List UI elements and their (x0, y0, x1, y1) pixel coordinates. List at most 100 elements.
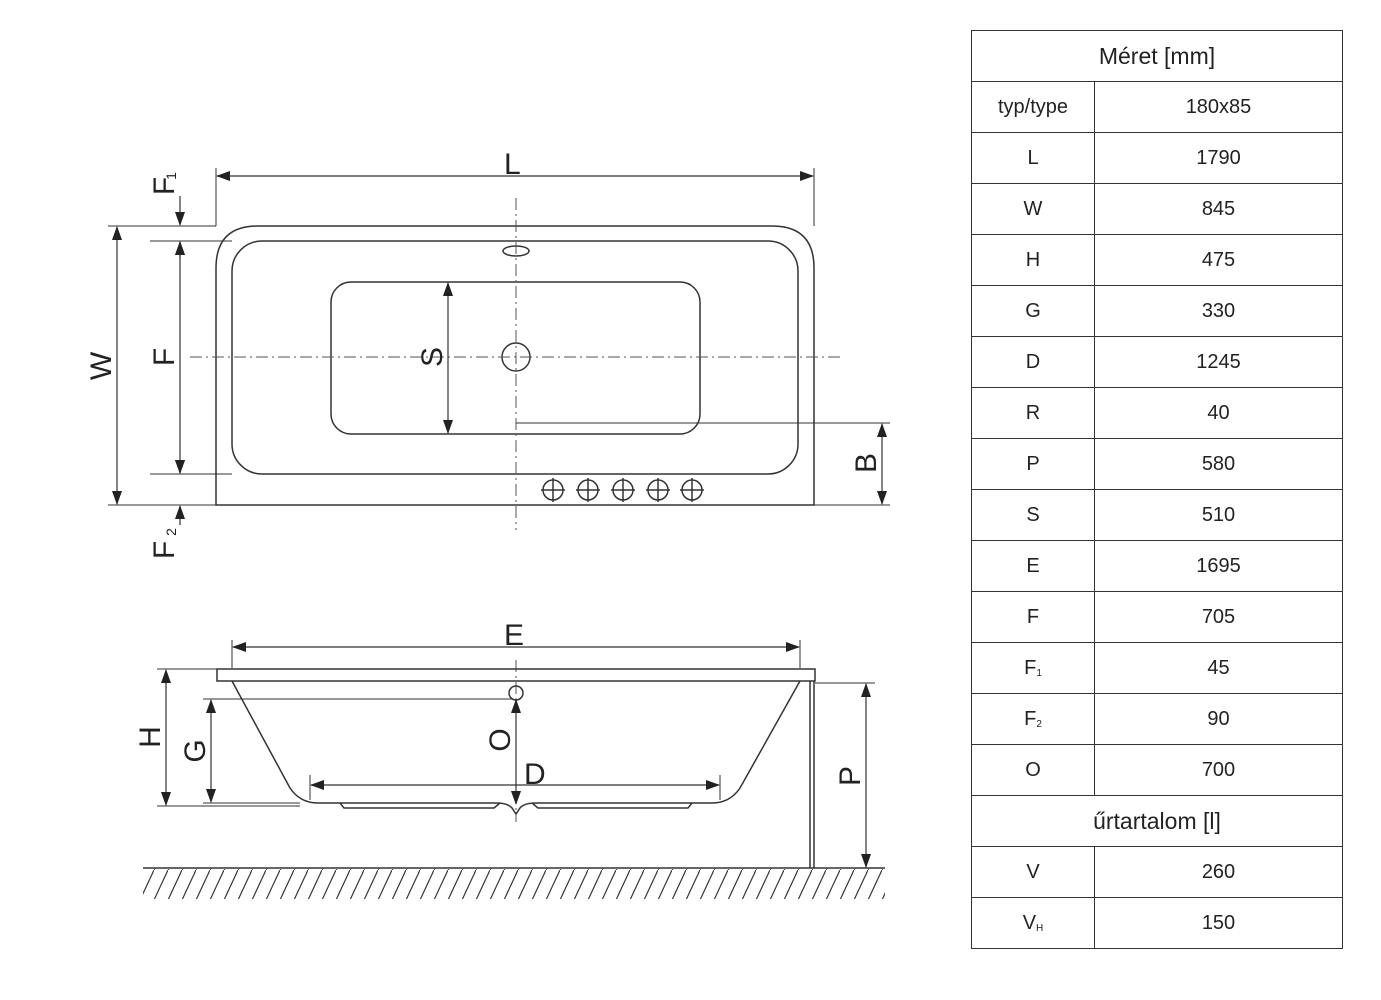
table-key: G (1025, 299, 1041, 322)
table-key: D (1025, 350, 1041, 373)
label-O: O (484, 728, 517, 751)
table-row: P 580 (971, 438, 1343, 490)
label-F2: F (148, 541, 181, 559)
table-row: O 700 (971, 744, 1343, 796)
label-H: H (134, 726, 167, 748)
label-E: E (504, 619, 524, 652)
table-row: H 475 (971, 234, 1343, 286)
table-row: V 260 (971, 846, 1343, 898)
table-key: L (1027, 146, 1039, 169)
table-key-cell: S (971, 489, 1095, 541)
table-header-row: Méret [mm] (971, 30, 1343, 82)
table-key: V (1022, 911, 1037, 934)
table-value: 1245 (1094, 336, 1343, 388)
label-D: D (524, 758, 546, 791)
table-row: F 705 (971, 591, 1343, 643)
table-key-subscript: 1 (1036, 667, 1042, 679)
table-key-subscript: H (1036, 922, 1044, 934)
table-key-subscript: 2 (1036, 718, 1042, 730)
table-key-cell: F (971, 591, 1095, 643)
side-rim (216, 668, 816, 682)
table-value: 150 (1094, 897, 1343, 949)
side-view (143, 668, 885, 869)
jet (680, 478, 704, 502)
jet (611, 478, 635, 502)
type-label: typ/type (971, 81, 1095, 133)
table-row: R 40 (971, 387, 1343, 439)
table-key-cell: E (971, 540, 1095, 592)
table-row: typ/type 180x85 (971, 81, 1343, 133)
table-row: L 1790 (971, 132, 1343, 184)
table-key-cell: D (971, 336, 1095, 388)
table-key-cell: W (971, 183, 1095, 235)
table-key: E (1026, 554, 1040, 577)
label-F2-sub: 2 (163, 528, 179, 536)
type-value: 180x85 (1094, 81, 1343, 133)
jet (576, 478, 600, 502)
table-header-row: űrtartalom [l] (971, 795, 1343, 847)
tub-inner-edge (231, 240, 799, 475)
whirlpool-jets (541, 478, 704, 502)
table-key-cell: V (971, 846, 1095, 898)
label-S: S (416, 347, 449, 367)
label-W: W (85, 351, 118, 380)
table-header-volume: űrtartalom [l] (971, 795, 1343, 847)
table-key: F (1026, 605, 1040, 628)
side-body (231, 680, 801, 816)
label-P: P (834, 766, 867, 786)
table-key: W (1023, 197, 1043, 220)
table-key-cell: VH (971, 897, 1095, 949)
table-key-cell: H (971, 234, 1095, 286)
table-row: W 845 (971, 183, 1343, 235)
table-row: D 1245 (971, 336, 1343, 388)
extension-lines-top (108, 168, 890, 506)
tub-outer-rim (215, 225, 815, 506)
table-value: 580 (1094, 438, 1343, 490)
table-value: 260 (1094, 846, 1343, 898)
table-value: 705 (1094, 591, 1343, 643)
label-B: B (850, 453, 883, 473)
table-key-cell: R (971, 387, 1095, 439)
table-value: 90 (1094, 693, 1343, 745)
top-view (215, 225, 815, 506)
table-key: F (1024, 707, 1037, 730)
jet (541, 478, 565, 502)
table-key-cell: O (971, 744, 1095, 796)
table-value: 475 (1094, 234, 1343, 286)
table-key-cell: F1 (971, 642, 1095, 694)
table-key: R (1025, 401, 1041, 424)
table-key: H (1025, 248, 1041, 271)
table-key: V (1026, 860, 1040, 883)
table-key: S (1026, 503, 1040, 526)
table-value: 845 (1094, 183, 1343, 235)
table-value: 510 (1094, 489, 1343, 541)
table-value: 1790 (1094, 132, 1343, 184)
table-value: 700 (1094, 744, 1343, 796)
table-value: 1695 (1094, 540, 1343, 592)
table-key: O (1025, 758, 1041, 781)
label-L: L (504, 148, 521, 181)
table-value: 40 (1094, 387, 1343, 439)
table-row: S 510 (971, 489, 1343, 541)
label-F1-sub: 1 (163, 172, 179, 180)
floor-hatch (143, 869, 885, 899)
jet (646, 478, 670, 502)
table-key: F (1024, 656, 1037, 679)
table-key: P (1026, 452, 1040, 475)
table-key-cell: G (971, 285, 1095, 337)
table-header-dimensions: Méret [mm] (971, 30, 1343, 82)
table-key-cell: F2 (971, 693, 1095, 745)
label-F: F (148, 348, 181, 366)
table-value: 45 (1094, 642, 1343, 694)
table-key-cell: P (971, 438, 1095, 490)
table-key-cell: L (971, 132, 1095, 184)
table-row: E 1695 (971, 540, 1343, 592)
label-G: G (179, 739, 212, 762)
